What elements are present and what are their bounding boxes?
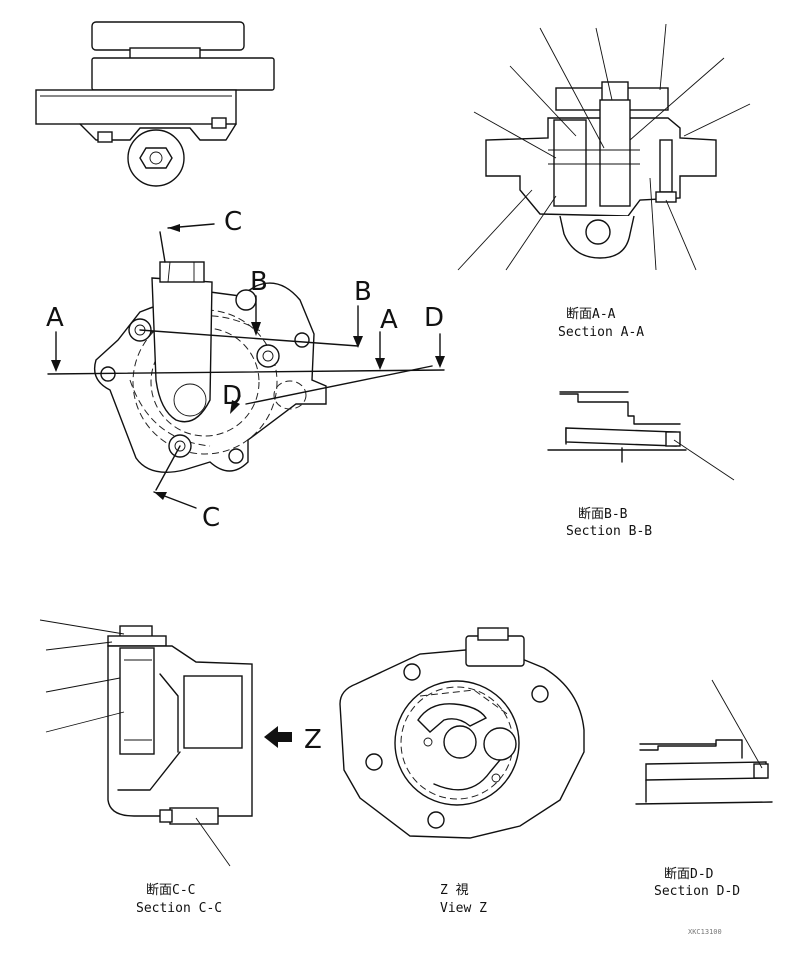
section-bb-caption-jp: 断面B-B (578, 507, 628, 522)
top-view (35, 21, 275, 187)
view-z-drawing (339, 627, 585, 839)
cut-label-b-right: B (354, 277, 372, 307)
cut-label-c-bottom: C (202, 503, 220, 533)
section-aa-caption-jp: 断面A-A (566, 307, 616, 322)
cut-label-b-left: B (250, 267, 268, 297)
section-bb-caption-en: Section B-B (566, 524, 652, 539)
cut-label-a-right: A (380, 305, 398, 335)
drawing-number: XKC13100 (688, 928, 722, 936)
main-view (47, 231, 445, 491)
section-cc-caption-en: Section C-C (136, 901, 222, 916)
view-z-caption-en: View Z (440, 901, 487, 916)
cut-label-c-top: C (224, 207, 242, 237)
cut-label-a-left: A (46, 303, 64, 333)
cut-label-d-left: D (222, 381, 242, 411)
view-z-letter: Z (304, 725, 322, 755)
section-dd-caption-jp: 断面D-D (664, 867, 714, 882)
view-z-arrow (264, 726, 292, 748)
section-dd-caption-en: Section D-D (654, 884, 740, 899)
section-aa-drawing (457, 23, 751, 271)
cut-arrows (51, 223, 445, 509)
cut-label-d-right: D (424, 303, 444, 333)
section-bb-drawing (547, 391, 735, 481)
section-dd-drawing (635, 679, 773, 805)
view-z-caption-jp: Z 視 (440, 883, 469, 898)
section-cc-caption-jp: 断面C-C (146, 883, 195, 898)
section-aa-caption-en: Section A-A (558, 325, 644, 340)
section-cc-drawing (39, 619, 253, 867)
